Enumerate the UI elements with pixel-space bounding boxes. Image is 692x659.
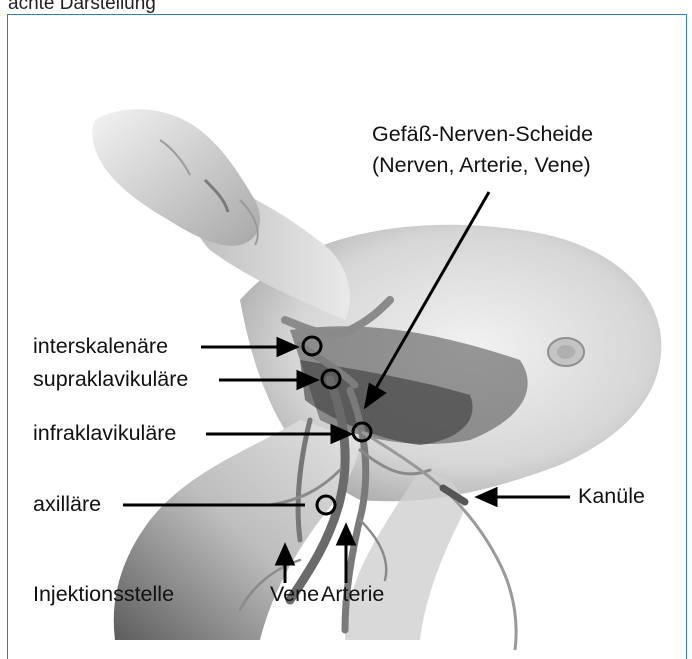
artery-label: Arterie	[321, 584, 384, 606]
injection-site-label: Injektionsstelle	[33, 584, 174, 606]
cannula-label: Kanüle	[578, 486, 645, 508]
arm	[114, 420, 360, 640]
sheath-label-line2: (Nerven, Arterie, Vene)	[372, 155, 591, 177]
sheath-label-line1: Gefäß-Nerven-Scheide	[372, 124, 593, 146]
supraclavicular-label: supraklavikuläre	[33, 369, 188, 391]
infraclavicular-label: infraklavikuläre	[33, 423, 176, 445]
axillary-label: axilläre	[33, 494, 101, 516]
interscalene-label: interskalenäre	[33, 336, 168, 358]
face	[92, 109, 260, 246]
vein-label: Vene	[270, 584, 319, 606]
